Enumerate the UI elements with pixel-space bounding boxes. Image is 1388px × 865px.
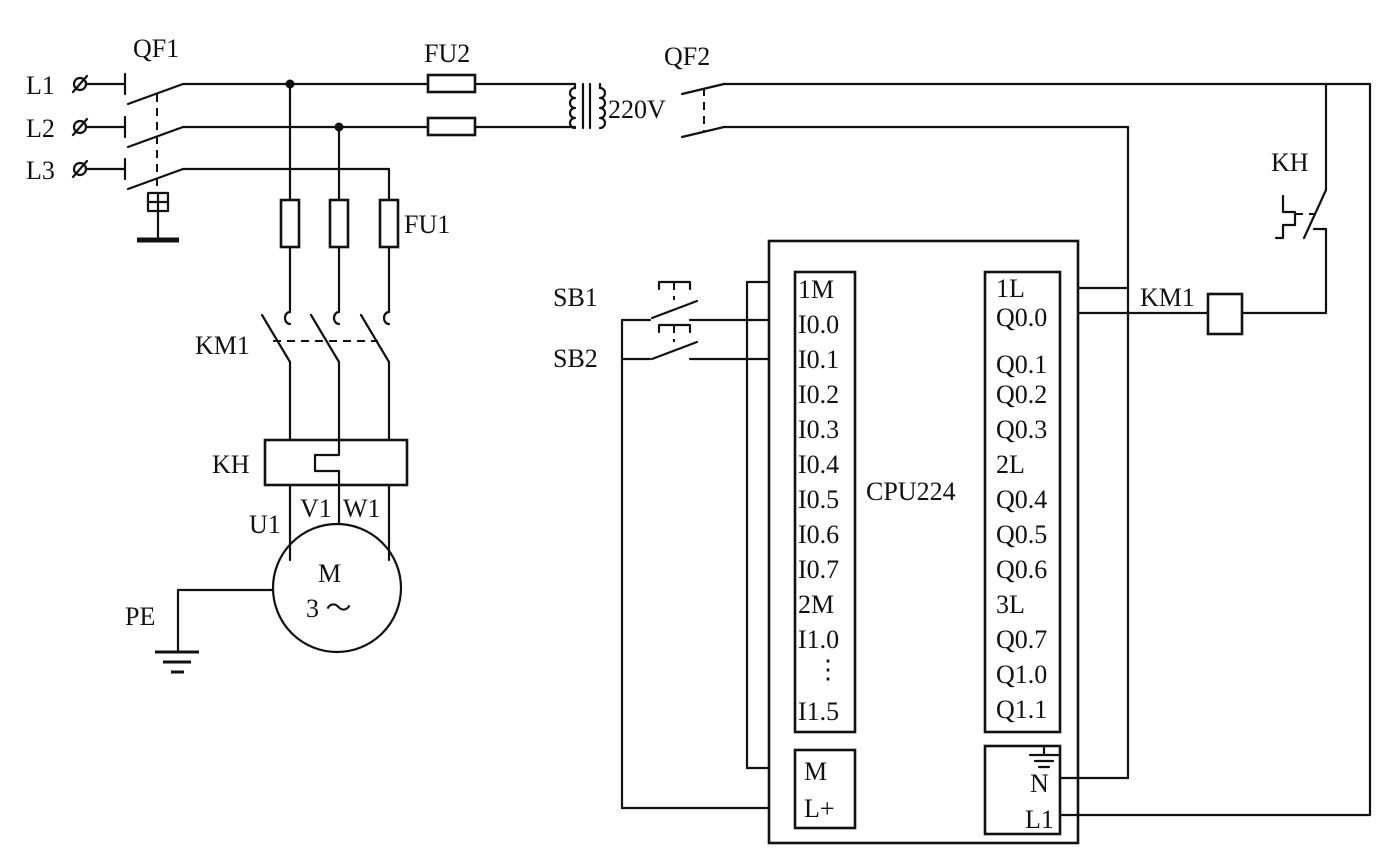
motor-phase-label: 3 ～ [306,594,352,623]
breaker-qf1: QF1 [123,34,185,243]
plc-input-terminal: I1.5 [798,697,839,726]
plc-output-terminal: 2L [996,450,1025,479]
plc-input-terminal: I0.1 [798,345,839,374]
label-v1: V1 [300,494,332,523]
motor-label: M [318,559,341,588]
control-transformer: 220V [568,82,666,130]
plc-power-input-block: M L+ [793,748,857,830]
plc-input-terminal: I0.0 [798,310,839,339]
plc-terminal-m: M [804,757,827,786]
pushbutton-sb1: SB1 [553,280,797,322]
plc-output-terminal: Q1.0 [996,660,1047,689]
plc-output-terminal: 1L [996,274,1025,303]
fuse-fu2: FU2 [424,39,577,137]
breaker-qf2: QF2 [598,42,1372,139]
label-qf2: QF2 [664,42,710,71]
cpu-label: CPU224 [866,477,956,506]
contactor-km1-main-contacts: KM1 [195,310,391,442]
label-fu2: FU2 [424,39,470,68]
label-fu1: FU1 [404,210,450,239]
label-qf1: QF1 [133,34,179,63]
plc-output-terminal: Q0.1 [996,350,1047,379]
plc-input-terminal: 2M [798,590,834,619]
plc-cpu224: CPU224 1M I0.0I0.1I0.2I0.3I0.4I0.5I0.6I0.… [767,239,1080,845]
label-pe: PE [125,602,155,631]
plc-input-terminal: I0.4 [798,450,839,479]
label-km1-main: KM1 [195,331,250,360]
label-l3: L3 [26,156,55,185]
plc-output-terminal: Q0.3 [996,415,1047,444]
plc-power-supply-block: N L1 [983,744,1062,836]
power-circuit: L1 L2 L3 QF1 [26,34,1372,674]
plc-output-terminal: Q1.1 [996,695,1047,724]
plc-terminal-l1: L1 [1025,805,1054,834]
terminal-l3: L3 [26,156,127,185]
control-circuit: KH KM1 SB1 SB2 [553,82,1372,845]
protective-earth: PE [125,588,275,674]
fuse-fu1: FU1 [279,82,450,314]
label-l1: L1 [26,71,55,100]
label-w1: W1 [343,494,381,523]
plc-output-terminal: Q0.6 [996,555,1047,584]
plc-input-terminal: I1.0 [798,625,839,654]
plc-output-terminal: Q0.7 [996,625,1047,654]
plc-output-terminal: Q0.0 [996,303,1047,332]
label-kh-main: KH [212,450,250,479]
label-kh-ctrl: KH [1271,148,1309,177]
plc-input-terminal: I0.6 [798,520,839,549]
plc-input-terminal-block: 1M I0.0I0.1I0.2I0.3I0.4I0.5I0.6I0.7 2M I1.0… [793,270,857,734]
label-voltage: 220V [608,95,666,124]
terminal-l2: L2 [26,114,127,143]
plc-input-terminal: I0.3 [798,415,839,444]
plc-output-terminal: Q0.4 [996,485,1047,514]
contactor-km1-coil: KM1 [1060,283,1328,336]
plc-input-terminal: I0.7 [798,555,839,584]
label-km1-coil: KM1 [1140,283,1195,312]
plc-input-terminal: ⋮ [815,655,841,684]
pushbutton-sb2: SB2 [553,323,797,373]
label-u1: U1 [249,510,281,539]
plc-terminal-n: N [1030,769,1049,798]
terminal-l1: L1 [26,71,127,100]
plc-terminal-l-plus: L+ [804,794,835,823]
label-l2: L2 [26,114,55,143]
thermal-relay-kh: KH [212,438,409,562]
plc-input-terminal: 1M [798,275,834,304]
label-sb1: SB1 [553,283,598,312]
plc-output-terminal: 3L [996,590,1025,619]
plc-input-terminal: I0.5 [798,485,839,514]
plc-output-terminal: Q0.2 [996,380,1047,409]
motor-m: U1 V1 W1 M 3 ～ [249,494,403,654]
thermal-relay-kh-nc-contact: KH [1271,148,1328,315]
plc-input-terminal: I0.2 [798,380,839,409]
label-sb2: SB2 [553,344,598,373]
plc-output-terminal: Q0.5 [996,520,1047,549]
